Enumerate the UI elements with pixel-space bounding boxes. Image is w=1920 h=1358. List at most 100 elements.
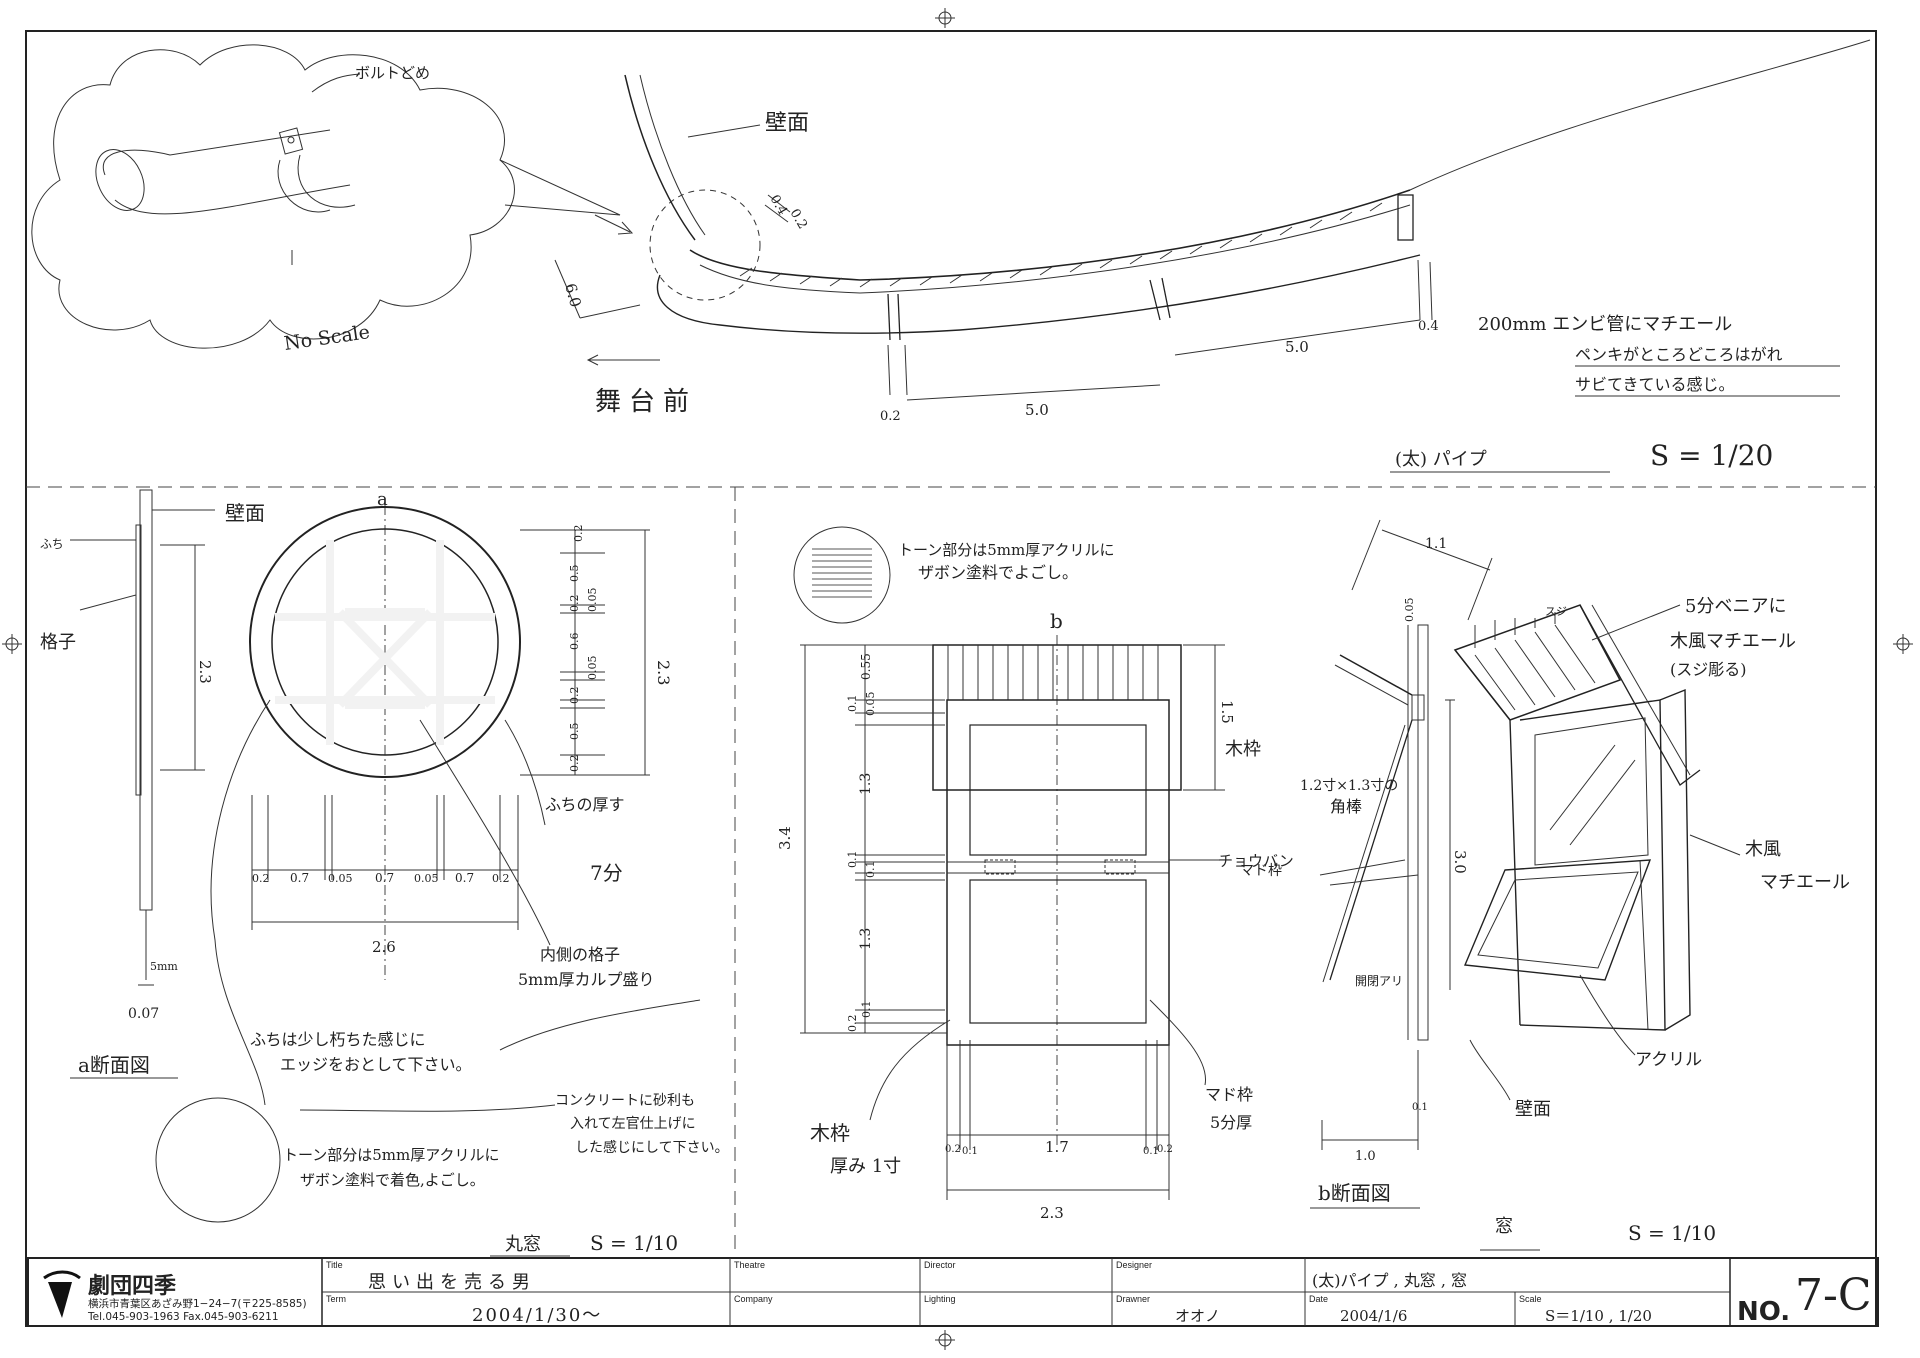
window-title: 窓 (1495, 1216, 1513, 1237)
registration-mark-left (2, 634, 22, 654)
round-window-glass (271, 528, 499, 756)
mokuwaku-label: 木枠 (1225, 739, 1261, 760)
dim-0-2b: 0.2 (880, 409, 901, 424)
rw-dim-right-0: 0.2 (572, 525, 585, 543)
b-wall-label: 壁面 (1515, 1099, 1551, 1120)
fuchi-thickness-label: ふちの厚す (545, 795, 625, 814)
tb-no-label: NO. (1737, 1297, 1790, 1327)
bolt-label: ボルトどめ (355, 64, 430, 82)
round-window-bottom-dims (251, 795, 519, 930)
b-open-sash (1463, 859, 1652, 981)
inner-lattice-label: 内側の格子 (540, 945, 620, 964)
tb-designer-label: Designer (1116, 1260, 1152, 1270)
rw-tone-sample (155, 1097, 281, 1223)
tb-date-value: 2004/1/6 (1340, 1307, 1407, 1325)
b-mark: b (1050, 609, 1063, 633)
window-section: トーン部分は5mm厚アクリルに ザボン塗料でよごし。 b (776, 526, 1716, 1251)
round-window-lattice (275, 540, 495, 745)
win-dim-left-5: 0.1 (864, 861, 877, 879)
rw-dim-right-8: 0.2 (568, 755, 581, 773)
window-bottom-dims (946, 1040, 1170, 1200)
b-dim-0-05: 0.05 (1403, 598, 1416, 623)
tb-drawner-value: オオノ (1175, 1307, 1220, 1325)
tb-date-label: Date (1309, 1294, 1328, 1304)
title-block: 劇団四季 横浜市青葉区あざみ野1−24−7(〒225-8585) Tel.045… (27, 1257, 1879, 1327)
b-dim-1-1: 1.1 (1425, 536, 1447, 552)
win-dim-left-0: 0.55 (859, 653, 873, 680)
round-window-frame (249, 506, 521, 778)
win-dim-3-4: 3.4 (776, 826, 794, 850)
rw-tone-note-2: ザボン塗料で着色,よごし。 (300, 1171, 485, 1189)
rw-dim-right-3: 0.05 (586, 588, 599, 613)
window-tone-note-1: トーン部分は5mm厚アクリルに (898, 541, 1115, 559)
b-section-title: b断面図 (1318, 1181, 1391, 1205)
rw-dim-right-5: 0.05 (586, 656, 599, 681)
no-scale-label: No Scale (283, 321, 372, 355)
pipe-wall-label: 壁面 (765, 111, 809, 136)
decay-note-1: ふちは少し朽ちた感じに (250, 1030, 426, 1049)
a-mark: a (377, 489, 388, 510)
pipe-note-1: 200mm エンビ管にマチエール (1478, 314, 1732, 335)
kakubou-2-label: 角棒 (1330, 797, 1362, 816)
company-name: 劇団四季 (88, 1274, 176, 1299)
tb-company-label: Company (734, 1294, 773, 1304)
tb-theatre-label: Theatre (734, 1260, 765, 1270)
b-dim-3-0: 3.0 (1451, 850, 1469, 874)
company-logo-icon (48, 1282, 72, 1318)
round-window-section: 壁面 ふち 格子 2.3 5mm 0.07 a断面図 a (40, 489, 729, 1257)
company-address: 横浜市青葉区あざみ野1−24−7(〒225-8585) (88, 1297, 307, 1310)
thickness-1sun-label: 厚み 1寸 (830, 1156, 901, 1177)
win-dim-bottom-4: 0.2 (1157, 1144, 1173, 1155)
win-dim-left-4: 0.1 (846, 851, 859, 869)
madowaku-b-label: マド枠 (1240, 863, 1282, 879)
veneer-3-label: (スジ彫る) (1670, 660, 1747, 679)
pipe-section: ボルトどめ No Scale 壁面 0.4 0.2 6.0 (31, 39, 1871, 473)
b-awning (1453, 604, 1622, 721)
round-window-scale: S = 1/10 (590, 1231, 678, 1255)
window-scale: S = 1/10 (1628, 1221, 1716, 1245)
win-dim-1-5: 1.5 (1218, 700, 1236, 724)
pipe-note-2: ペンキがところどころはがれ (1575, 345, 1783, 364)
tb-no-value: 7-C (1795, 1270, 1872, 1321)
tb-title-value: 思い出を売る男 (368, 1272, 536, 1293)
window-lower-pane (969, 879, 1147, 1024)
rw-dim-bottom-0: 0.2 (252, 872, 270, 885)
hinge-label: チョウバン (1218, 852, 1294, 870)
hinge-left (984, 859, 1016, 875)
win-dim-bottom-3: 0.1 (1143, 1146, 1159, 1157)
rw-tone-note-1: トーン部分は5mm厚アクリルに (283, 1146, 500, 1164)
pipe-scale: S = 1/20 (1650, 439, 1773, 472)
a-wall-label: 壁面 (225, 501, 265, 525)
a-section-wall (139, 489, 153, 911)
b-arrows (1474, 612, 1556, 648)
registration-mark-right (1893, 634, 1913, 654)
win-dim-left-6: 1.3 (858, 928, 874, 950)
pipe-hatch (739, 202, 1383, 288)
rw-dim-right-1: 0.5 (568, 565, 581, 583)
win-dim-left-7: 0.1 (860, 1001, 873, 1019)
dim-0-07: 0.07 (128, 1006, 159, 1022)
dim-5mm: 5mm (150, 960, 178, 973)
tb-lighting-label: Lighting (924, 1294, 956, 1304)
win-dim-left-3: 1.3 (858, 773, 874, 795)
b-section: 1.2寸×1.3寸の 角棒 マド枠 開閉アリ 1.1 0.05 3.0 1.0 … (1240, 519, 1850, 1209)
win-dim-2-3: 2.3 (1040, 1204, 1064, 1222)
win-dim-bottom-2: 1.7 (1045, 1138, 1069, 1156)
concrete-note-3: した感じにして下さい。 (575, 1139, 729, 1156)
win-dim-left-1: 0.1 (846, 695, 859, 713)
b-window-body (1519, 699, 1666, 1031)
rw-dim-bottom-4: 0.05 (414, 872, 439, 885)
veneer-1-label: 5分ベニアに (1685, 596, 1786, 617)
rw-dim-right-4: 0.6 (568, 633, 581, 651)
rw-dim-bottom-5: 0.7 (455, 871, 474, 885)
rw-dim-2-3b: 2.3 (654, 660, 673, 685)
suji-label: スジ (1545, 605, 1567, 618)
rw-dim-bottom-2: 0.05 (328, 872, 353, 885)
a-dim-2-3: 2.3 (196, 660, 214, 684)
sheet-border (25, 30, 1877, 1327)
tb-subject-value: (太)パイプ , 丸窓 , 窓 (1312, 1271, 1467, 1290)
wall-line (624, 74, 696, 241)
pipe-bottom-edge (656, 254, 1421, 334)
kakubou-1-label: 1.2寸×1.3寸の (1300, 778, 1398, 794)
